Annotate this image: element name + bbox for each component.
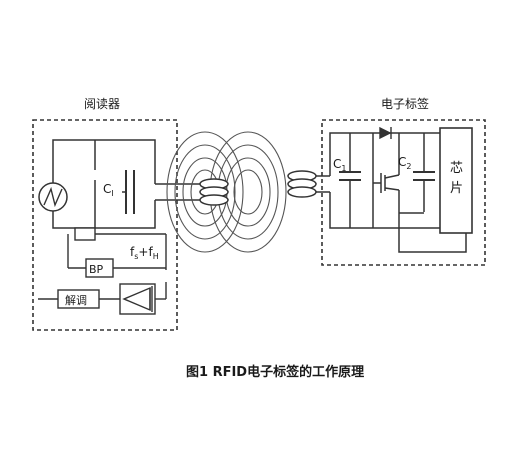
- chip-label-bottom: 片: [450, 181, 463, 196]
- demodulator-box: [57, 289, 100, 309]
- reader-resonant-circuit: [52, 139, 210, 229]
- chip-box: [439, 127, 473, 234]
- bp-filter-box: [85, 258, 114, 278]
- chip-label-top: 芯: [450, 161, 463, 176]
- bp-filter-label: BP: [89, 263, 104, 276]
- tag-capacitor-c2: [413, 171, 435, 181]
- switch-transistor-icon: [373, 173, 400, 193]
- reader-capacitor: [122, 170, 135, 214]
- reader-capacitor-label: CI: [103, 182, 114, 198]
- amplifier-icon: [119, 283, 156, 315]
- diode-icon: [379, 126, 392, 140]
- figure-caption: 图1 RFID电子标签的工作原理: [186, 364, 364, 380]
- reader-boundary: [32, 119, 178, 331]
- tag-capacitor-c1-label: C1: [333, 157, 346, 173]
- tag-capacitor-c2-label: C2: [398, 155, 411, 171]
- tag-capacitor-c1: [339, 171, 361, 181]
- tag-circuit: [316, 132, 467, 253]
- frequency-label: fs+fH: [130, 245, 159, 261]
- demodulator-label: 解调: [65, 293, 87, 307]
- reader-antenna-coil: [199, 178, 229, 206]
- tag-title: 电子标签: [381, 96, 429, 111]
- reader-title: 阅读器: [84, 97, 120, 111]
- tag-antenna-coil: [287, 170, 317, 198]
- reader-signal-chain: [38, 227, 167, 300]
- ac-source-icon: [38, 182, 68, 212]
